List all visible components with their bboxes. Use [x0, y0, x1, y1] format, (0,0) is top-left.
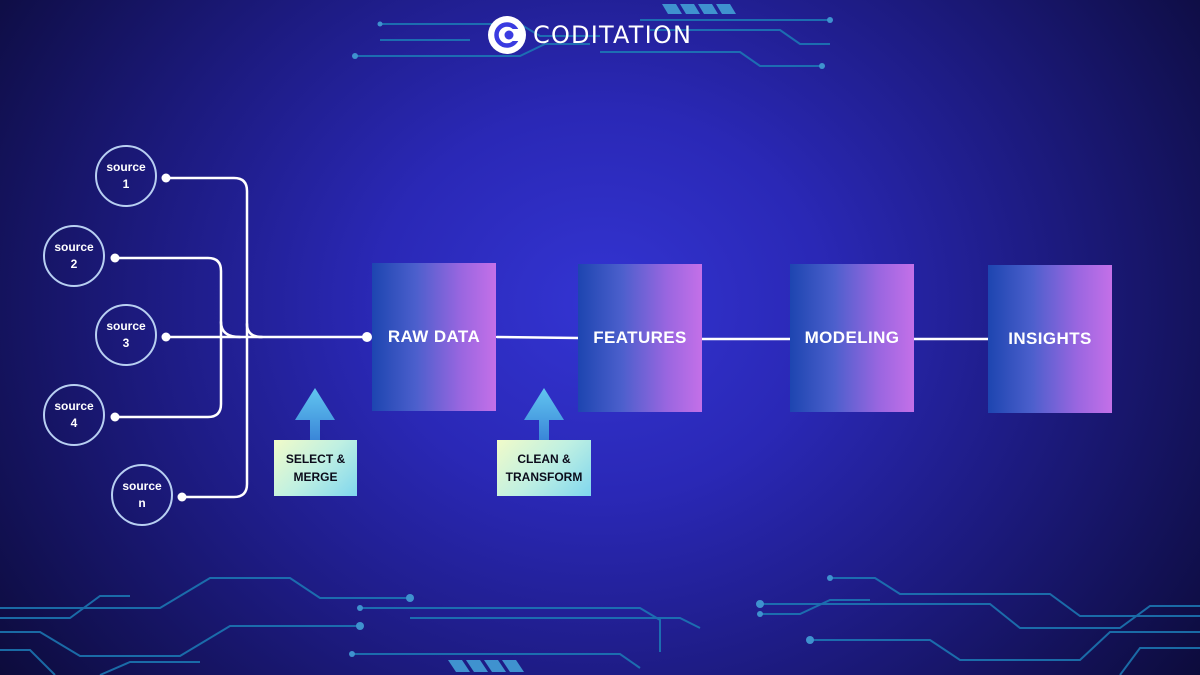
source-number: 4	[70, 416, 78, 430]
stage-raw-data: RAW DATA	[372, 263, 496, 411]
up-arrow-icon	[524, 388, 564, 440]
source-node-2: source 2	[43, 225, 105, 287]
source-number: 1	[122, 177, 130, 191]
up-arrow-icon	[295, 388, 335, 440]
coditation-logo-icon	[488, 16, 526, 54]
stage-insights: INSIGHTS	[988, 265, 1112, 413]
step-label-line: SELECT &	[285, 452, 346, 466]
source-number: n	[138, 496, 146, 510]
source-label: source	[106, 319, 146, 333]
brand-logo: CODITATION	[488, 16, 692, 54]
stage-features: FEATURES	[578, 264, 702, 412]
source-node-1: source 1	[95, 145, 157, 207]
source-number: 2	[70, 257, 78, 271]
source-number: 3	[122, 336, 130, 350]
source-node-4: source 4	[43, 384, 105, 446]
step-label-line: TRANSFORM	[505, 470, 583, 484]
stage-modeling: MODELING	[790, 264, 914, 412]
brand-name: CODITATION	[533, 21, 693, 49]
step-select-merge: SELECT & MERGE	[274, 440, 357, 496]
step-label-line: MERGE	[293, 470, 338, 484]
step-label-line: CLEAN &	[517, 452, 571, 466]
source-node-n: source n	[111, 464, 173, 526]
source-label: source	[54, 240, 94, 254]
source-node-3: source 3	[95, 304, 157, 366]
source-label: source	[106, 160, 146, 174]
source-label: source	[54, 399, 94, 413]
source-label: source	[122, 479, 162, 493]
step-clean-transform: CLEAN & TRANSFORM	[497, 440, 591, 496]
